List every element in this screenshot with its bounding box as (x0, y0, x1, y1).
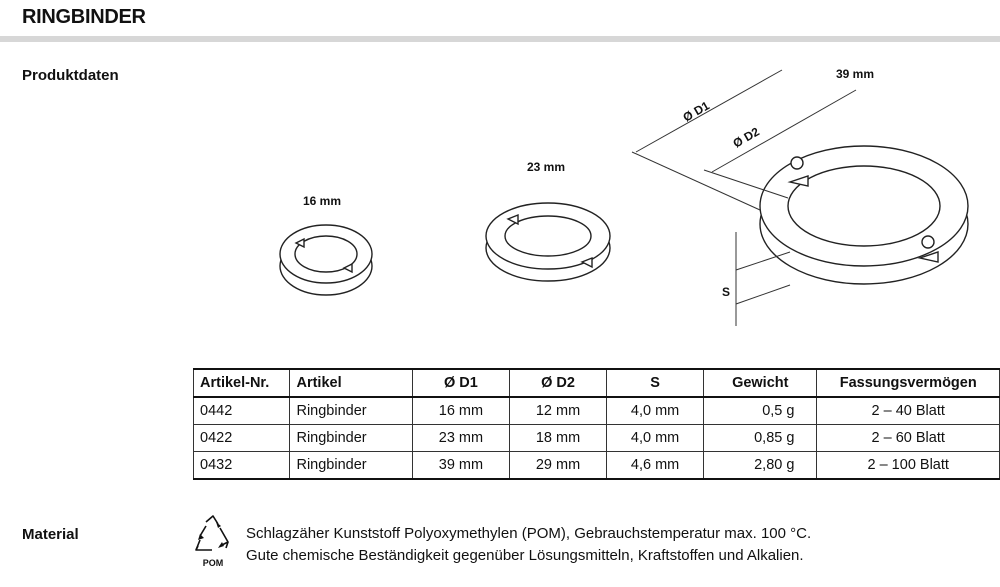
cell-s: 4,0 mm (606, 396, 705, 425)
cell-d1: 16 mm (411, 396, 510, 425)
material-description: Schlagzäher Kunststoff Polyoxymethylen (… (246, 523, 811, 567)
cell-d1: 23 mm (411, 424, 510, 452)
cell-s: 4,0 mm (606, 424, 705, 452)
cell-article: Ringbinder (289, 451, 413, 480)
small-ring-size-label: 16 mm (303, 194, 341, 208)
header-article: Artikel (289, 368, 413, 398)
cell-article-number: 0422 (192, 424, 291, 452)
cell-weight: 0,85 g (703, 424, 818, 452)
table-header-row: Artikel-Nr. Artikel Ø D1 Ø D2 S Gewicht … (192, 368, 1000, 398)
product-data-table: Artikel-Nr. Artikel Ø D1 Ø D2 S Gewicht … (192, 368, 1000, 480)
header-weight: Gewicht (703, 368, 818, 398)
medium-ring-illustration (485, 202, 611, 282)
page-title: RINGBINDER (22, 6, 146, 28)
cell-s: 4,6 mm (606, 451, 705, 480)
recycle-code-label: POM (203, 558, 224, 568)
cell-d2: 12 mm (508, 396, 608, 425)
cell-capacity: 2 – 40 Blatt (816, 396, 1000, 425)
header-d1: Ø D1 (411, 368, 510, 398)
header-capacity: Fassungsvermögen (816, 368, 1000, 398)
dimension-lines (631, 69, 857, 326)
section-label-product-data: Produktdaten (22, 67, 119, 84)
material-line-2: Gute chemische Beständigkeit gegenüber L… (246, 547, 804, 564)
cell-weight: 2,80 g (703, 451, 818, 480)
table-row: 0432 Ringbinder 39 mm 29 mm 4,6 mm 2,80 … (192, 451, 1000, 480)
cell-capacity: 2 – 100 Blatt (816, 451, 1000, 480)
small-ring-illustration (279, 224, 373, 296)
cell-article-number: 0442 (192, 396, 291, 425)
header-d2: Ø D2 (508, 368, 608, 398)
table-row: 0442 Ringbinder 16 mm 12 mm 4,0 mm 0,5 g… (192, 396, 1000, 425)
header-s: S (606, 368, 705, 398)
recycle-icon: POM (195, 515, 229, 568)
header-article-number: Artikel-Nr. (192, 368, 291, 398)
table-row: 0422 Ringbinder 23 mm 18 mm 4,0 mm 0,85 … (192, 424, 1000, 452)
title-divider (0, 36, 1000, 42)
d1-label: Ø D1 (681, 98, 713, 124)
large-ring-size-label: 39 mm (836, 67, 874, 81)
cell-d2: 18 mm (508, 424, 608, 452)
cell-article-number: 0432 (192, 451, 291, 480)
cell-article: Ringbinder (289, 396, 413, 425)
cell-d2: 29 mm (508, 451, 608, 480)
cell-weight: 0,5 g (703, 396, 818, 425)
large-ring-illustration (759, 145, 969, 285)
cell-capacity: 2 – 60 Blatt (816, 424, 1000, 452)
material-line-1: Schlagzäher Kunststoff Polyoxymethylen (… (246, 525, 812, 542)
cell-article: Ringbinder (289, 424, 413, 452)
section-label-material: Material (22, 526, 79, 543)
medium-ring-size-label: 23 mm (527, 160, 565, 174)
s-label: S (722, 285, 730, 299)
ring-drawings: 16 mm 23 mm 39 mm Ø D1 Ø D2 S (279, 67, 969, 326)
cell-d1: 39 mm (411, 451, 510, 480)
